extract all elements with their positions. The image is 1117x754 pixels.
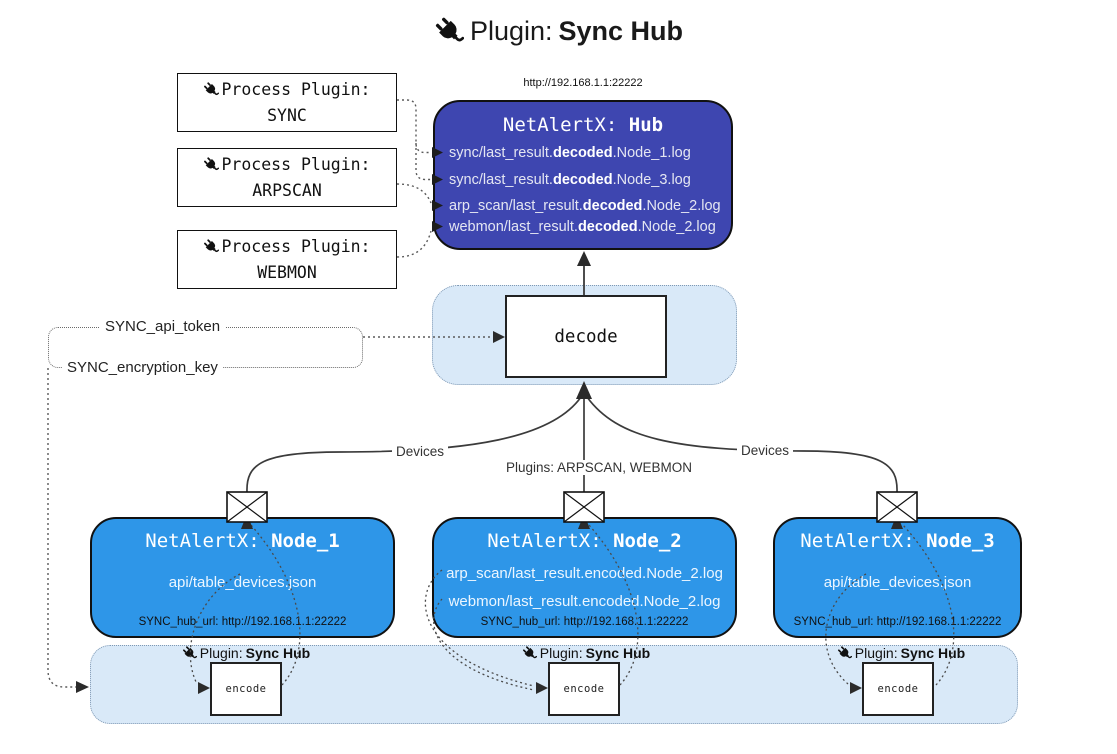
node-file: arp_scan/last_result.encoded.Node_2.log	[446, 565, 723, 582]
encode-plugin-label-3: Plugin: Sync Hub	[806, 645, 996, 661]
sync-api-token-label: SYNC_api_token	[100, 318, 226, 335]
process-plugin-title: Process Plugin:	[221, 236, 371, 256]
plug-icon	[837, 646, 852, 661]
hub-log-line: sync/last_result.decoded.Node_3.log	[449, 172, 691, 188]
plug-icon	[203, 157, 219, 173]
process-plugin-sync-box: Process Plugin: SYNC	[177, 73, 397, 132]
node-file: api/table_devices.json	[168, 574, 317, 591]
encode-plugin-label-1: Plugin: Sync Hub	[151, 645, 341, 661]
node-hub-url: SYNC_hub_url: http://192.168.1.1:22222	[480, 616, 689, 628]
process-plugin-title: Process Plugin:	[221, 154, 371, 174]
decode-box: decode	[505, 295, 667, 378]
page-title-prefix: Plugin:	[469, 16, 553, 46]
hub-log-line: webmon/last_result.decoded.Node_2.log	[449, 219, 716, 235]
decode-label: decode	[554, 326, 618, 347]
node-hub-url: SYNC_hub_url: http://192.168.1.1:22222	[138, 616, 347, 628]
encode-plugin-label-2: Plugin: Sync Hub	[491, 645, 681, 661]
node-3-box: NetAlertX: Node_3 api/table_devices.json…	[773, 517, 1022, 638]
node-title: NetAlertX: Node_3	[800, 530, 995, 552]
devices-edge-label-left: Devices	[392, 444, 449, 459]
sync-encryption-key-label: SYNC_encryption_key	[62, 359, 223, 376]
hub-log-line: sync/last_result.decoded.Node_1.log	[449, 145, 691, 161]
plug-icon	[203, 239, 219, 255]
nodes-to-decode-edges	[246, 396, 898, 493]
hub-title: NetAlertX: Hub	[435, 114, 731, 136]
process-plugins-to-hub-edges	[396, 99, 432, 258]
encode-box-3: encode	[862, 662, 934, 716]
node-2-box: NetAlertX: Node_2 arp_scan/last_result.e…	[432, 517, 737, 638]
process-plugin-name: SYNC	[267, 105, 307, 125]
process-plugin-webmon-box: Process Plugin: WEBMON	[177, 230, 397, 289]
hub-title-name: Hub	[628, 114, 664, 136]
devices-edge-label-right: Devices	[737, 443, 794, 458]
process-plugin-title: Process Plugin:	[221, 79, 371, 99]
node-title: NetAlertX: Node_1	[145, 530, 340, 552]
hub-title-prefix: NetAlertX:	[502, 114, 629, 136]
plug-icon	[434, 17, 464, 47]
arrowhead-right-icon	[76, 681, 89, 693]
encode-box-2: encode	[548, 662, 620, 716]
node-file: webmon/last_result.encoded.Node_2.log	[448, 593, 721, 610]
page-title-name: Sync Hub	[558, 16, 684, 46]
process-plugin-name: ARPSCAN	[252, 180, 322, 200]
node-1-box: NetAlertX: Node_1 api/table_devices.json…	[90, 517, 395, 638]
node-title: NetAlertX: Node_2	[487, 530, 682, 552]
page-title: Plugin: Sync Hub	[0, 16, 1117, 47]
plug-icon	[182, 646, 197, 661]
process-plugin-arpscan-box: Process Plugin: ARPSCAN	[177, 148, 397, 207]
plug-icon	[203, 82, 219, 98]
hub-box: NetAlertX: Hub sync/last_result.decoded.…	[433, 100, 733, 250]
hub-url-label: http://192.168.1.1:22222	[523, 77, 643, 89]
encode-box-1: encode	[210, 662, 282, 716]
node-hub-url: SYNC_hub_url: http://192.168.1.1:22222	[793, 616, 1002, 628]
hub-log-line: arp_scan/last_result.decoded.Node_2.log	[449, 198, 721, 214]
plugins-edge-label: Plugins: ARPSCAN, WEBMON	[502, 460, 697, 475]
arrowhead-up-icon	[577, 251, 591, 266]
plug-icon	[522, 646, 537, 661]
node-file: api/table_devices.json	[823, 574, 972, 591]
process-plugin-name: WEBMON	[257, 262, 317, 282]
